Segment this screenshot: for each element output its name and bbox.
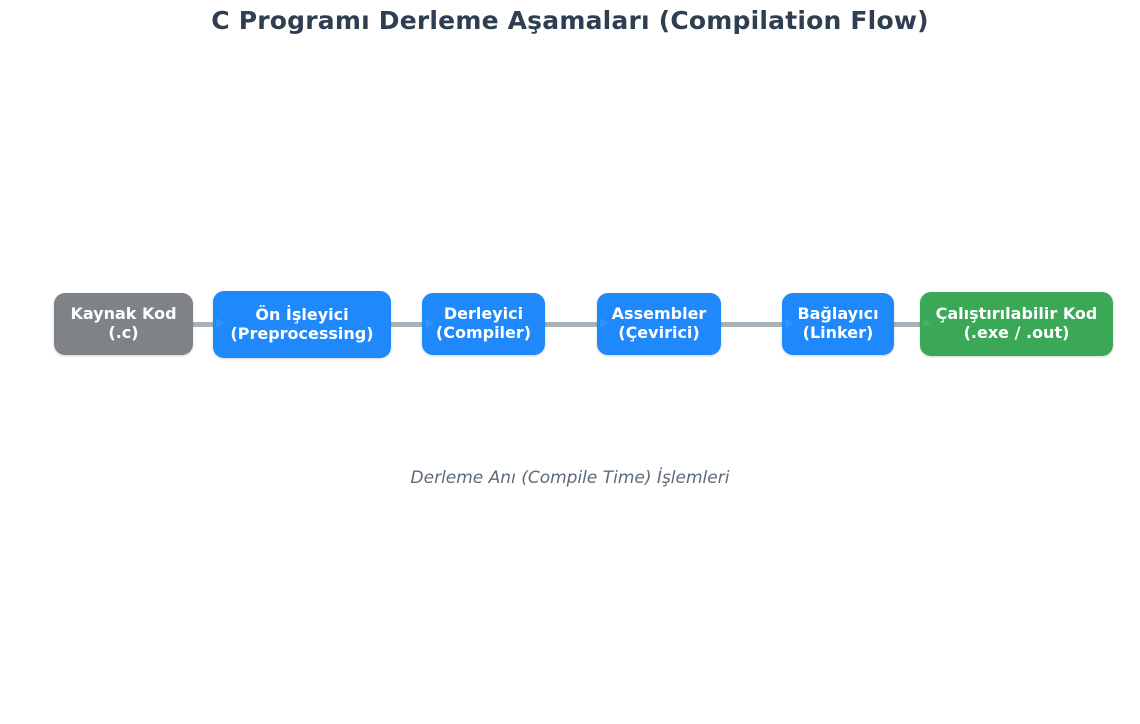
arrowhead-into-executable — [923, 318, 932, 328]
connector-preprocessor-to-compiler — [356, 322, 448, 327]
flow-caption: Derleme Anı (Compile Time) İşlemleri — [410, 468, 730, 488]
flow-node-preprocessor-label: Ön İşleyici (Preprocessing) — [230, 304, 374, 343]
flow-node-linker[interactable]: Bağlayıcı (Linker) — [782, 293, 894, 355]
flow-node-linker-label: Bağlayıcı (Linker) — [797, 304, 879, 342]
flow-node-preprocessor[interactable]: Ön İşleyici (Preprocessing) — [213, 291, 391, 358]
arrowhead-into-assembler — [600, 318, 609, 328]
connector-linker-to-executable — [855, 322, 949, 327]
flow-node-compiler-label: Derleyici (Compiler) — [435, 304, 532, 342]
connector-compiler-to-assembler — [512, 322, 624, 327]
arrowhead-into-compiler — [425, 318, 434, 328]
flow-node-assembler-label: Assembler (Çevirici) — [611, 304, 707, 342]
connector-source-to-preprocessor — [158, 322, 238, 327]
flow-node-assembler[interactable]: Assembler (Çevirici) — [597, 293, 721, 355]
flow-node-executable[interactable]: Çalıştırılabilir Kod (.exe / .out) — [920, 292, 1113, 356]
connector-assembler-to-linker — [690, 322, 808, 327]
flow-node-source-code-label: Kaynak Kod (.c) — [70, 304, 177, 342]
flow-node-compiler[interactable]: Derleyici (Compiler) — [422, 293, 545, 355]
flow-node-source-code[interactable]: Kaynak Kod (.c) — [54, 293, 193, 355]
flow-node-executable-label: Çalıştırılabilir Kod (.exe / .out) — [935, 304, 1098, 342]
arrowhead-into-preprocessor — [216, 318, 225, 328]
arrowhead-into-linker — [785, 318, 794, 328]
page-title: C Programı Derleme Aşamaları (Compilatio… — [211, 6, 929, 35]
